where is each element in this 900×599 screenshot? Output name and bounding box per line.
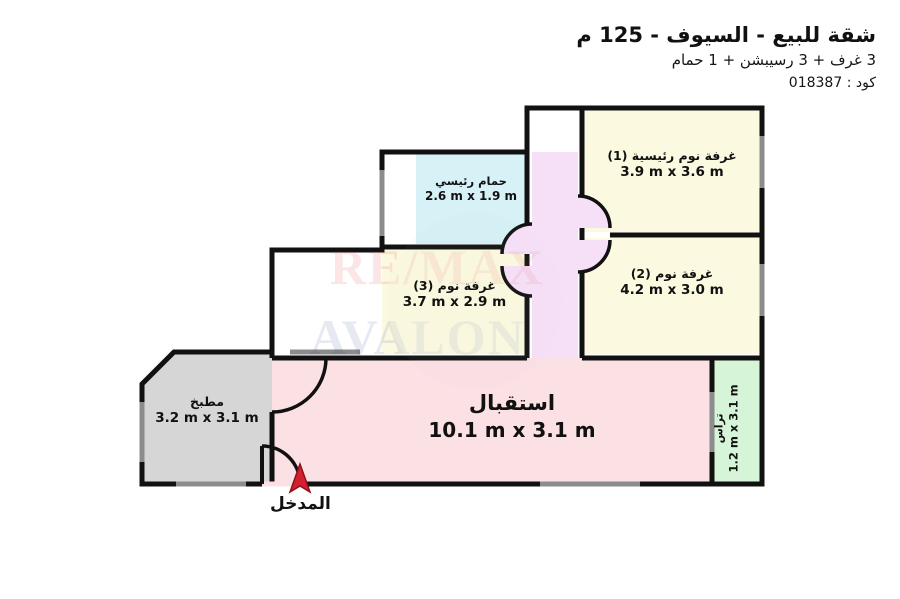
listing-subtitle: 3 غرف + 3 رسيبشن + 1 حمام: [671, 51, 876, 70]
listing-header: شقة للبيع - السيوف - 125 م 3 غرف + 3 رسي…: [576, 22, 876, 93]
door-arc-bathroom: [500, 222, 533, 255]
door-arc-master-bedroom: [577, 194, 612, 229]
room-master-bedroom: [582, 108, 762, 232]
floor-plan-svg: [139, 105, 765, 494]
door-arc-bedroom-2: [577, 239, 612, 274]
room-terrace: [712, 358, 762, 484]
page-title: شقة للبيع - السيوف - 125 م: [576, 23, 876, 47]
door-arc-kitchen: [271, 357, 328, 414]
floor-plan: RE/MAX AVALON: [0, 96, 900, 536]
room-bedroom-3: [382, 250, 527, 354]
room-master-bathroom: [416, 152, 527, 244]
room-kitchen: [142, 352, 272, 484]
room-reception: [272, 358, 762, 484]
entrance-label: المدخل: [270, 494, 331, 514]
room-corridor: [502, 152, 610, 358]
entrance-arrow-icon: [288, 461, 312, 494]
room-bedroom-2: [582, 238, 762, 354]
door-arc-bedroom-3: [500, 265, 533, 298]
kitchen-door-arc: [272, 358, 326, 412]
listing-code: كود : 018387: [788, 75, 876, 91]
